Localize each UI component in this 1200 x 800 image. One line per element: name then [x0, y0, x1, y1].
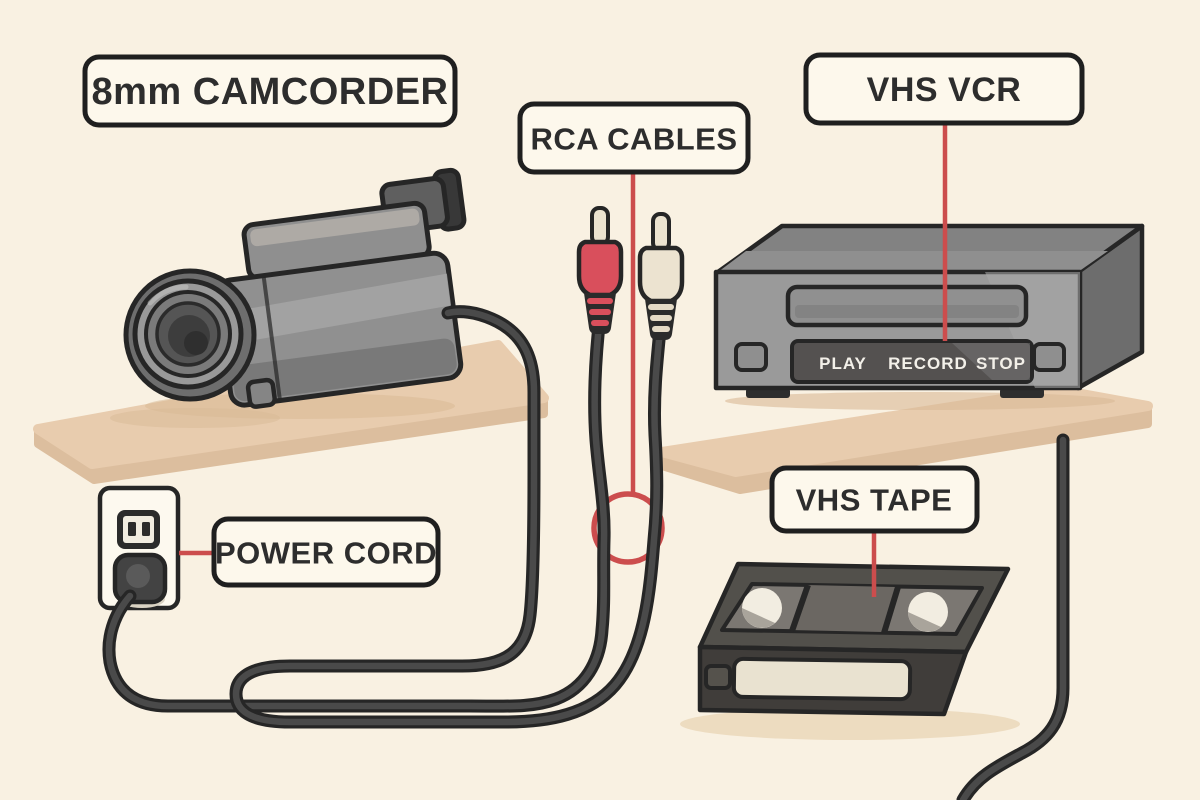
label-tape-box: [769, 465, 980, 534]
vcr-illustration: PLAY RECORD STOP: [713, 223, 1145, 398]
power-plug-highlight: [126, 564, 150, 588]
camcorder-body-shade: [232, 338, 457, 402]
camcorder-illustration: [123, 167, 467, 409]
camcorder-button: [245, 377, 277, 409]
label-tape-text: VHS TAPE: [796, 483, 953, 518]
rca-highlight-circle: [591, 491, 665, 565]
label-vcr-box: [803, 52, 1085, 126]
rca-plug-white: [637, 212, 685, 340]
vcr-top-band: [718, 251, 1108, 272]
power-outlet: [97, 485, 181, 611]
outlet-slot-left: [128, 522, 136, 536]
power-cord-cable: [102, 309, 611, 713]
vcr-button-right: [1032, 342, 1066, 372]
rca-white-body: [637, 245, 685, 304]
camcorder-body-highlight: [222, 273, 452, 346]
rca-white-rib3: [652, 326, 670, 332]
label-rca-cables: RCA CABLES: [517, 101, 751, 175]
label-power-text: POWER CORD: [215, 536, 437, 571]
vcr-strip-sheen: [952, 343, 1030, 380]
rca-red-rib1: [587, 298, 613, 304]
annotations: [179, 121, 948, 597]
label-camcorder-box: [82, 54, 458, 128]
vhs-tape-illustration: [680, 561, 1020, 740]
label-vhs-tape: VHS TAPE: [769, 465, 980, 534]
tape-front-button: [704, 664, 732, 690]
camcorder-lens-shadow: [110, 408, 280, 428]
rca-plug-red: [576, 206, 624, 334]
camcorder-seam: [261, 277, 282, 399]
label-rca-text: RCA CABLES: [530, 122, 737, 157]
rca-red-body: [576, 239, 624, 298]
camcorder-av-cable: [229, 305, 668, 729]
shelf-hanging-cable: [956, 433, 1070, 800]
vcr-button-left: [734, 342, 768, 372]
label-camcorder: 8mm CAMCORDER: [82, 54, 458, 128]
tape-label-strip: [731, 656, 913, 702]
tape-divider-left: [789, 584, 811, 632]
vcr-slot-shade: [795, 305, 1019, 318]
vcr-record-label: RECORD: [888, 354, 968, 373]
tape-center-panel: [790, 585, 896, 632]
label-rca-box: [517, 101, 751, 175]
rca-red-rib2: [589, 309, 611, 315]
tape-reel-right-shade: [908, 612, 941, 632]
rca-white-rib2: [650, 315, 672, 321]
vcr-foot-left: [746, 388, 790, 398]
label-power-cord: POWER CORD: [211, 516, 441, 588]
tape-reel-left-shade: [742, 608, 775, 628]
vcr-stop-label: STOP: [976, 354, 1026, 373]
rca-red-pin: [590, 206, 610, 246]
label-vhs-vcr: VHS VCR: [803, 52, 1085, 126]
label-power-box: [211, 516, 441, 588]
outlet-slot-right: [142, 522, 150, 536]
rca-white-rib1: [648, 304, 674, 310]
label-camcorder-text: 8mm CAMCORDER: [92, 71, 449, 113]
right-shelf-top: [657, 385, 1153, 477]
rca-white-pin: [651, 212, 671, 252]
label-vcr-text: VHS VCR: [867, 71, 1022, 109]
tape-divider-right: [881, 586, 901, 634]
vcr-foot-right: [1000, 388, 1044, 398]
vcr-play-label: PLAY: [819, 354, 867, 373]
cables: [102, 305, 1070, 800]
camcorder-lens-center: [184, 331, 208, 355]
camcorder-handle-highlight: [250, 208, 420, 247]
camcorder-lens-glint: [147, 284, 189, 306]
rca-red-rib3: [591, 320, 609, 326]
